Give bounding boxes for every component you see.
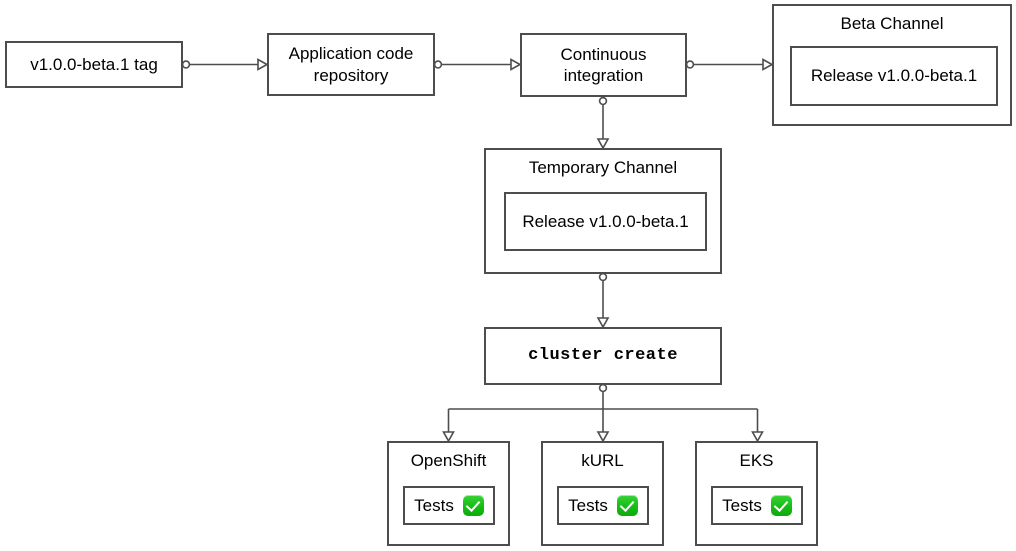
node-eks[interactable]: EKS Tests [695, 441, 818, 546]
node-eks-title: EKS [739, 451, 774, 470]
node-kurl-title: kURL [581, 451, 624, 470]
check-mark-button-icon [462, 495, 484, 516]
node-eks-tests-label: Tests [722, 495, 762, 515]
edge-temporary-channel-to-cluster-create [596, 272, 610, 329]
node-temporary-channel-release[interactable]: Release v1.0.0-beta.1 [504, 192, 707, 251]
node-temporary-channel-title: Temporary Channel [528, 158, 678, 177]
node-continuous-integration[interactable]: Continuous integration [520, 33, 687, 97]
node-kurl-tests[interactable]: Tests [557, 486, 649, 525]
node-beta-channel[interactable]: Beta Channel Release v1.0.0-beta.1 [772, 4, 1012, 126]
node-continuous-integration-label: Continuous integration [560, 44, 647, 85]
check-mark-button-icon [616, 495, 638, 516]
node-kurl-tests-label: Tests [568, 495, 608, 515]
node-kurl[interactable]: kURL Tests [541, 441, 664, 546]
node-beta-channel-release[interactable]: Release v1.0.0-beta.1 [790, 46, 998, 106]
node-openshift[interactable]: OpenShift Tests [387, 441, 510, 546]
node-beta-channel-title: Beta Channel [840, 14, 944, 33]
edge-ci-to-temporary-channel [596, 96, 610, 150]
node-cluster-create-label: cluster create [528, 346, 678, 366]
edge-tag-to-repo [181, 58, 269, 71]
node-beta-channel-release-label: Release v1.0.0-beta.1 [810, 66, 978, 86]
node-temporary-channel[interactable]: Temporary Channel Release v1.0.0-beta.1 [484, 148, 722, 274]
node-application-code-repository[interactable]: Application code repository [267, 33, 435, 96]
node-openshift-title: OpenShift [410, 451, 487, 470]
node-cluster-create[interactable]: cluster create [484, 327, 722, 385]
edge-ci-to-beta-channel [685, 58, 774, 71]
node-version-tag-label: v1.0.0-beta.1 tag [30, 54, 158, 74]
node-application-code-repository-label: Application code repository [288, 44, 414, 85]
node-openshift-tests-label: Tests [414, 495, 454, 515]
node-openshift-tests[interactable]: Tests [403, 486, 495, 525]
edge-cluster-create-to-eks [751, 409, 764, 443]
node-eks-tests[interactable]: Tests [711, 486, 803, 525]
node-temporary-channel-release-label: Release v1.0.0-beta.1 [522, 211, 689, 231]
check-mark-button-icon [770, 495, 792, 516]
edge-repo-to-ci [433, 58, 522, 71]
node-version-tag[interactable]: v1.0.0-beta.1 tag [5, 41, 183, 88]
edge-cluster-create-to-kurl [596, 409, 610, 443]
